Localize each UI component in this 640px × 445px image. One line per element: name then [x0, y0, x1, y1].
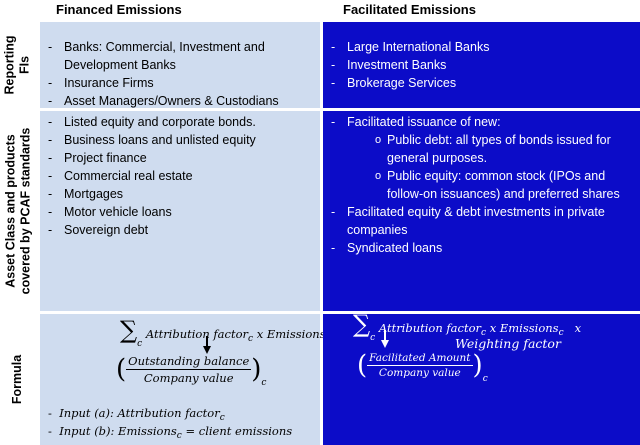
list-item: Commercial real estate: [40, 167, 320, 185]
list-item: Sovereign debt: [40, 221, 320, 239]
sum-index: c: [370, 333, 376, 343]
emissions-term: x Emissions: [253, 327, 326, 341]
facilitated-emissions-header: Facilitated Emissions: [343, 2, 476, 17]
subscript-c: c: [558, 328, 564, 338]
reporting-financed-cell: Banks: Commercial, Investment and Develo…: [40, 22, 320, 110]
fraction-denominator: Company value: [143, 371, 234, 385]
list-item: Mortgages: [40, 185, 320, 203]
financed-sum-expression: ∑c Attribution factorc x Emissionsc: [120, 316, 331, 349]
asset-class-facilitated-list: Facilitated issuance of new: Public debt…: [323, 111, 640, 257]
list-item: Listed equity and corporate bonds.: [40, 113, 320, 131]
list-item: Business loans and unlisted equity: [40, 131, 320, 149]
emissions-term: x Emissions: [486, 321, 559, 335]
financed-arrow-shaft: [206, 336, 208, 348]
row-label-asset-class: Asset Class and products covered by PCAF…: [0, 111, 36, 311]
list-item: Insurance Firms: [40, 74, 320, 92]
input-a-line: - Input (a): Attribution factorc: [48, 406, 225, 423]
sigma-symbol: ∑: [353, 310, 371, 338]
subscript-c: c: [219, 413, 225, 423]
sum-index: c: [137, 339, 143, 349]
list-item: Facilitated issuance of new: Public debt…: [323, 113, 640, 203]
sub-list-item: Public equity: common stock (IPOs and fo…: [347, 167, 640, 203]
down-arrow-icon: [381, 340, 389, 348]
formula-financed-cell: ∑c Attribution factorc x Emissionsc (Out…: [40, 314, 331, 445]
fraction-numerator: Outstanding balance: [126, 354, 252, 370]
fraction-subscript: c: [482, 373, 488, 384]
attribution-factor-term: Attribution factor: [145, 327, 249, 341]
subscript-c: c: [481, 328, 487, 338]
fraction-subscript: c: [261, 377, 267, 388]
sigma-symbol: ∑: [120, 316, 138, 344]
list-item: Project finance: [40, 149, 320, 167]
list-item: Asset Managers/Owners & Custodians: [40, 92, 320, 110]
subscript-c: c: [248, 334, 254, 344]
fraction-numerator: Facilitated Amount: [367, 352, 473, 366]
financed-emissions-header: Financed Emissions: [56, 2, 182, 17]
list-item: Facilitated equity & debt investments in…: [323, 203, 640, 239]
list-item: Banks: Commercial, Investment and Develo…: [40, 38, 320, 74]
list-item: Motor vehicle loans: [40, 203, 320, 221]
formula-facilitated-cell: ∑c Attribution factorc x Emissionsc x We…: [323, 310, 640, 445]
asset-class-financed-cell: Listed equity and corporate bonds. Busin…: [40, 111, 320, 311]
facilitated-issuance-sublist: Public debt: all types of bonds issued f…: [347, 131, 640, 203]
input-b-line: - Input (b): Emissionsc = client emissio…: [48, 424, 293, 441]
multiply-x: x: [574, 321, 582, 335]
row-label-reporting: Reporting FIs: [0, 22, 36, 108]
row-label-asset-line1: Asset Class and products: [3, 134, 17, 288]
down-arrow-icon: [203, 346, 211, 354]
asset-class-facilitated-cell: Facilitated issuance of new: Public debt…: [323, 111, 640, 311]
list-item: Large International Banks: [323, 38, 640, 56]
list-item: Investment Banks: [323, 56, 640, 74]
list-item: Brokerage Services: [323, 74, 640, 92]
input-a-text: Input (a): Attribution factor: [59, 406, 220, 420]
row-label-formula: Formula: [0, 314, 36, 445]
row-label-reporting-line2: FIs: [18, 55, 32, 75]
subscript-c: c: [176, 431, 182, 441]
sub-list-item: Public debt: all types of bonds issued f…: [347, 131, 640, 167]
fraction-denominator: Company value: [378, 367, 461, 379]
row-label-formula-text: Formula: [10, 354, 25, 405]
facilitated-arrow-shaft: [384, 330, 386, 342]
attribution-factor-term: Attribution factor: [378, 321, 482, 335]
input-b-suffix: = client emissions: [181, 424, 293, 438]
asset-class-financed-list: Listed equity and corporate bonds. Busin…: [40, 111, 320, 239]
facilitated-issuance-intro: Facilitated issuance of new:: [347, 115, 501, 129]
reporting-financed-list: Banks: Commercial, Investment and Develo…: [40, 22, 320, 110]
row-label-asset-line2: covered by PCAF standards: [18, 127, 32, 295]
reporting-facilitated-cell: Large International Banks Investment Ban…: [323, 22, 640, 108]
list-item: Syndicated loans: [323, 239, 640, 257]
weighting-factor-label: Weighting factor: [455, 336, 561, 351]
reporting-facilitated-list: Large International Banks Investment Ban…: [323, 22, 640, 92]
facilitated-sum-expression: ∑c Attribution factorc x Emissionsc x: [353, 310, 582, 343]
input-b-text: Input (b): Emissions: [59, 424, 177, 438]
row-label-reporting-line1: Reporting: [3, 35, 17, 95]
